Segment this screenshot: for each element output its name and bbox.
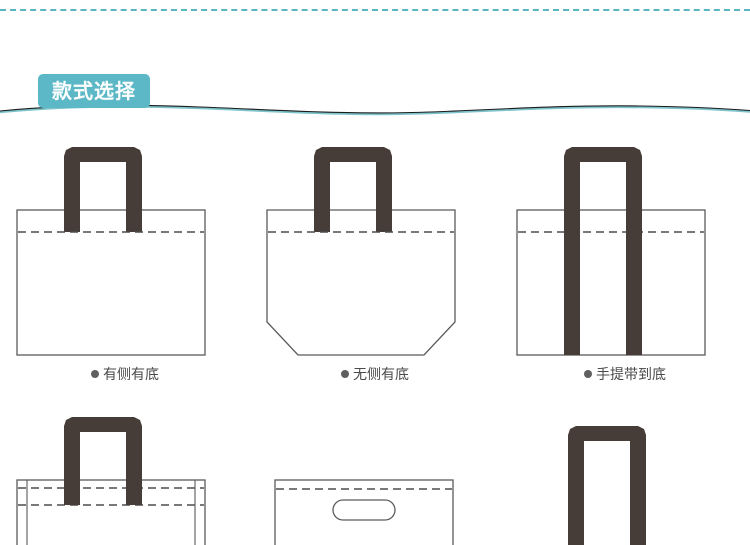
bag-handle-strap bbox=[64, 147, 142, 232]
style-option-side-and-bottom[interactable]: 有侧有底 bbox=[0, 130, 250, 400]
style-option-tall-strap[interactable] bbox=[500, 400, 750, 545]
top-dashed-divider bbox=[0, 9, 750, 11]
style-option-no-side-with-bottom[interactable]: 无侧有底 bbox=[250, 130, 500, 400]
style-option-label-no-side-with-bottom: 无侧有底 bbox=[250, 368, 500, 382]
bag-illustration-strap-to-bottom bbox=[500, 130, 750, 370]
style-option-label-strap-to-bottom: 手提带到底 bbox=[500, 368, 750, 382]
bag-illustration-no-side-with-bottom bbox=[250, 130, 500, 370]
bag-handle-strap bbox=[64, 417, 142, 505]
bullet-dot-icon bbox=[91, 370, 99, 378]
die-cut-handle-hole bbox=[332, 499, 396, 521]
style-option-label-side-and-bottom: 有侧有底 bbox=[0, 368, 250, 382]
style-options-grid: 有侧有底 无侧有底 bbox=[0, 130, 750, 545]
bag-body bbox=[16, 479, 206, 545]
bag-handle-strap bbox=[568, 426, 646, 545]
section-badge-label: 款式选择 bbox=[52, 79, 136, 103]
bag-handle-strap-full bbox=[564, 147, 642, 355]
bag-illustration-die-cut-handle bbox=[250, 400, 500, 545]
bullet-dot-icon bbox=[584, 370, 592, 378]
style-option-die-cut-handle[interactable] bbox=[250, 400, 500, 545]
style-option-gusset-strap[interactable] bbox=[0, 400, 250, 545]
bag-illustration-side-and-bottom bbox=[0, 130, 250, 370]
bag-body bbox=[16, 209, 206, 356]
bag-body bbox=[266, 209, 456, 356]
style-option-strap-to-bottom[interactable]: 手提带到底 bbox=[500, 130, 750, 400]
bag-illustration-tall-strap bbox=[500, 400, 750, 545]
bag-handle-strap bbox=[314, 147, 392, 232]
section-badge: 款式选择 bbox=[38, 74, 150, 108]
bag-illustration-gusset-strap bbox=[0, 400, 250, 545]
bag-body bbox=[516, 209, 706, 356]
bullet-dot-icon bbox=[341, 370, 349, 378]
